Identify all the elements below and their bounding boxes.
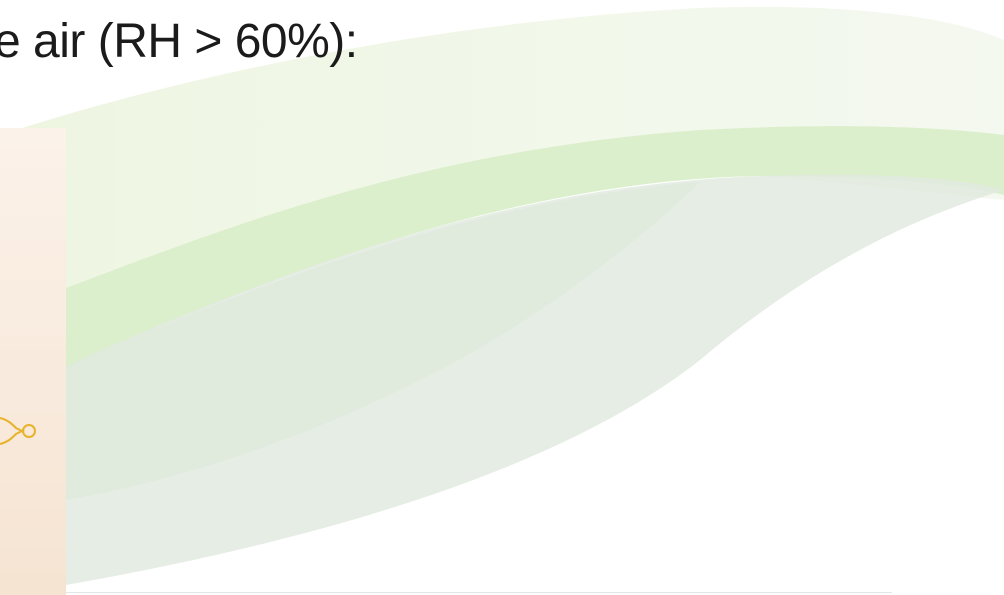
slide-heading: e air (RH > 60%): [0,15,358,68]
bottom-divider [66,592,892,593]
middle-flow-band [66,126,1004,368]
upper-flow-band [22,6,1004,290]
connector-node-icon [0,417,36,445]
lower-flow-band [66,174,1004,585]
band-overlap-shade [66,182,700,500]
source-side-panel [0,128,66,595]
